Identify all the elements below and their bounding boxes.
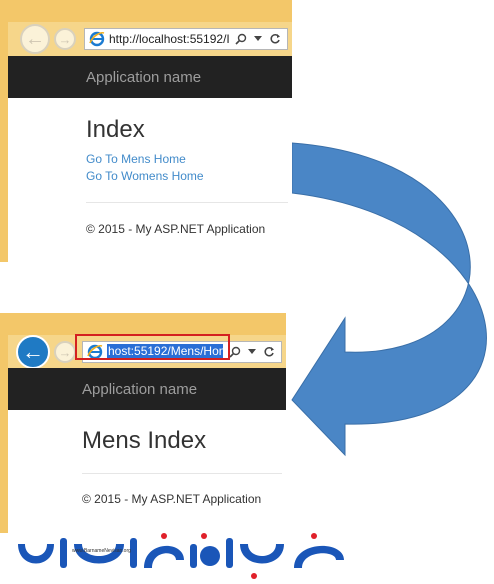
- site-navbar: Application name: [8, 56, 292, 98]
- browser-window-mens: ← → host:55192/Mens/Home: [0, 313, 286, 533]
- logo-site-text: www.BarnameNevisan.org: [72, 548, 131, 554]
- page-title: Mens Index: [82, 427, 207, 454]
- divider: [86, 202, 288, 203]
- forward-arrow-icon: →: [58, 31, 72, 47]
- link-mens-home[interactable]: Go To Mens Home: [86, 152, 186, 166]
- browser-toolbar: ← → http://localhost:55192/I: [8, 22, 292, 56]
- dropdown-chevron-icon[interactable]: [247, 349, 256, 355]
- page-footer: © 2015 - My ASP.NET Application: [86, 222, 266, 236]
- address-bar[interactable]: host:55192/Mens/Home: [82, 341, 282, 363]
- dropdown-chevron-icon[interactable]: [253, 36, 262, 42]
- browser-toolbar: ← → host:55192/Mens/Home: [8, 335, 286, 369]
- brand-link[interactable]: Application name: [86, 69, 202, 86]
- page-footer: © 2015 - My ASP.NET Application: [82, 492, 262, 506]
- url-text-selected: host:55192/Mens/Home: [107, 344, 237, 359]
- forward-arrow-icon: →: [58, 344, 72, 360]
- site-navbar: Application name: [8, 368, 286, 410]
- link-womens-home[interactable]: Go To Womens Home: [86, 169, 204, 183]
- ie-logo-icon: [89, 31, 105, 47]
- divider: [82, 473, 282, 474]
- back-arrow-icon: ←: [22, 339, 44, 364]
- refresh-icon[interactable]: [269, 33, 281, 45]
- page-body: Mens Index © 2015 - My ASP.NET Applicati…: [8, 410, 286, 533]
- browser-window-index: ← → http://localhost:55192/I: [0, 0, 292, 262]
- page-title: Index: [86, 116, 145, 143]
- address-tools: [229, 29, 287, 49]
- site-logo: www.BarnameNevisan.org: [18, 533, 344, 579]
- search-icon[interactable]: [229, 346, 241, 358]
- url-highlight-box: [75, 334, 230, 360]
- refresh-icon[interactable]: [263, 346, 275, 358]
- back-arrow-icon: ←: [25, 27, 45, 50]
- back-button[interactable]: ←: [16, 335, 50, 369]
- address-tools: [223, 342, 281, 362]
- page-body: Index Go To Mens Home Go To Womens Home …: [8, 98, 292, 262]
- forward-button[interactable]: →: [54, 28, 76, 50]
- forward-button[interactable]: →: [54, 341, 76, 363]
- url-text: http://localhost:55192/I: [109, 32, 230, 46]
- back-button[interactable]: ←: [20, 24, 50, 54]
- address-bar[interactable]: http://localhost:55192/I: [84, 28, 288, 50]
- brand-link[interactable]: Application name: [82, 381, 198, 398]
- search-icon[interactable]: [235, 33, 247, 45]
